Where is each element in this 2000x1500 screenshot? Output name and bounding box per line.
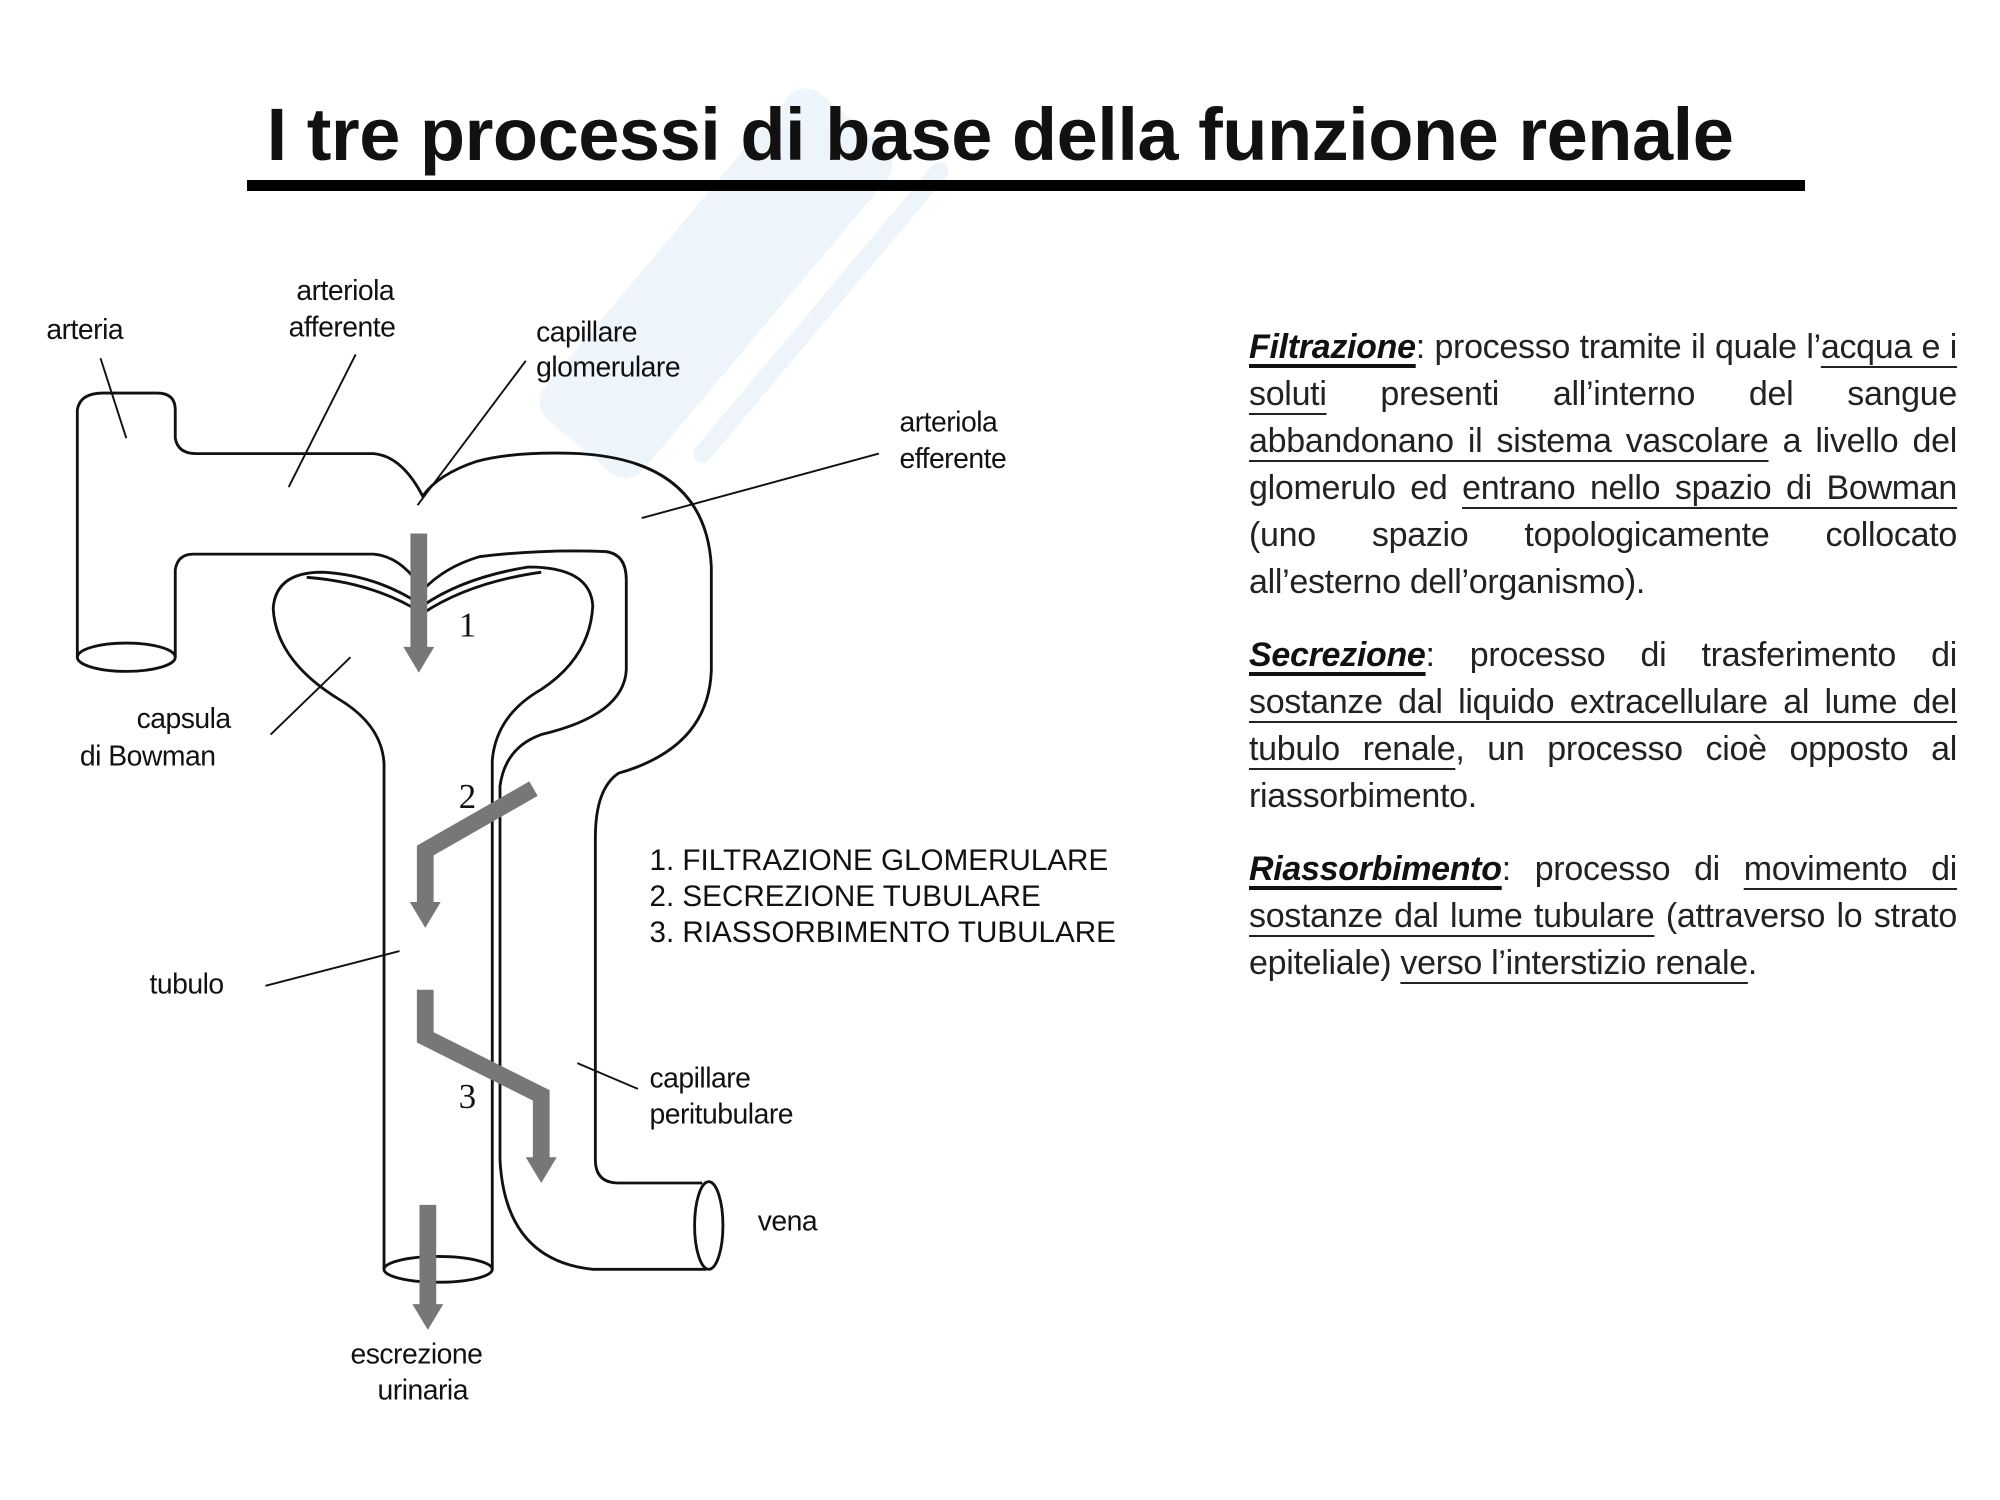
legend-item-1: 1. FILTRAZIONE GLOMERULARE [649, 844, 1108, 877]
tubule-opening [382, 1255, 494, 1284]
label-capillare-peritubulare: capillare [649, 1063, 750, 1095]
underlined-text: sostanze dal liquido extracellulare al l… [1249, 683, 1957, 768]
term-riassorbimento: Riassorbimento [1249, 850, 1502, 888]
definitions-column: Filtrazione: processo tramite il quale l… [1249, 324, 1957, 1013]
underlined-text: abbandonano il sistema vascolare [1249, 422, 1769, 460]
underlined-text: entrano nello spazio di Bowman [1462, 469, 1958, 507]
text: : processo di [1501, 850, 1744, 888]
arteria-opening [75, 641, 177, 673]
legend-item-2: 2. SECREZIONE TUBULARE [649, 880, 1040, 913]
leader-lines [99, 353, 880, 1090]
label-vena: vena [758, 1206, 818, 1238]
label-escrezione-2: urinaria [378, 1374, 469, 1406]
marker-3: 3 [459, 1077, 476, 1116]
legend-item-3: 3. RIASSORBIMENTO TUBULARE [649, 916, 1115, 949]
text: (uno spazio topologicamente collocato al… [1249, 516, 1957, 601]
paragraph-riassorbimento: Riassorbimento: processo di movimento di… [1249, 846, 1957, 987]
label-arteriola-afferente-2: afferente [289, 311, 396, 343]
underlined-text: movimento di sostanze dal lume tubulare [1249, 850, 1958, 935]
term-secrezione: Secrezione [1249, 636, 1426, 674]
label-capillare-glomerulare-2: glomerulare [536, 351, 680, 383]
vena-opening [693, 1180, 725, 1271]
label-arteria: arteria [46, 314, 123, 346]
nephron-outline [75, 391, 725, 1284]
marker-2: 2 [459, 777, 476, 816]
title-underline [247, 180, 1805, 191]
arrow-heads [403, 646, 557, 1330]
label-escrezione: escrezione [351, 1338, 483, 1370]
arteria-tube [75, 391, 713, 1185]
label-arteriola-efferente-2: efferente [899, 443, 1006, 475]
paragraph-secrezione: Secrezione: processo di trasferimento di… [1249, 632, 1957, 820]
label-tubulo: tubulo [149, 969, 223, 1001]
text: presenti all’interno del sangue [1326, 375, 1957, 413]
arrow-reabsorption [416, 989, 550, 1163]
label-arteriola-efferente: arteriola [899, 407, 998, 439]
text: . [1747, 944, 1758, 982]
label-arteriola-afferente: arteriola [296, 275, 395, 307]
label-capillare-peritubulare-2: peritubulare [649, 1099, 793, 1131]
paragraph-filtrazione: Filtrazione: processo tramite il quale l… [1249, 324, 1957, 606]
marker-1: 1 [459, 606, 476, 645]
text: , un processo cioè opposto al riassorbim… [1249, 730, 1957, 815]
text: : processo di trasferimento di [1425, 636, 1958, 674]
page-title: I tre processi di base della funzione re… [266, 93, 1734, 176]
text: : processo tramite il quale l’ [1415, 328, 1821, 366]
text: a livello del glomerulo ed [1249, 422, 1957, 507]
label-capsula-2: di Bowman [80, 740, 216, 772]
underlined-text: verso l’interstizio renale [1400, 944, 1748, 982]
label-capillare-glomerulare: capillare [536, 316, 637, 348]
arrow-secretion [416, 781, 538, 909]
label-capsula: capsula [137, 703, 232, 735]
term-filtrazione: Filtrazione [1249, 328, 1416, 366]
text: (attraverso lo strato epiteliale) [1249, 897, 1958, 982]
underlined-text: acqua e i soluti [1249, 328, 1958, 413]
process-arrows [410, 533, 550, 1312]
